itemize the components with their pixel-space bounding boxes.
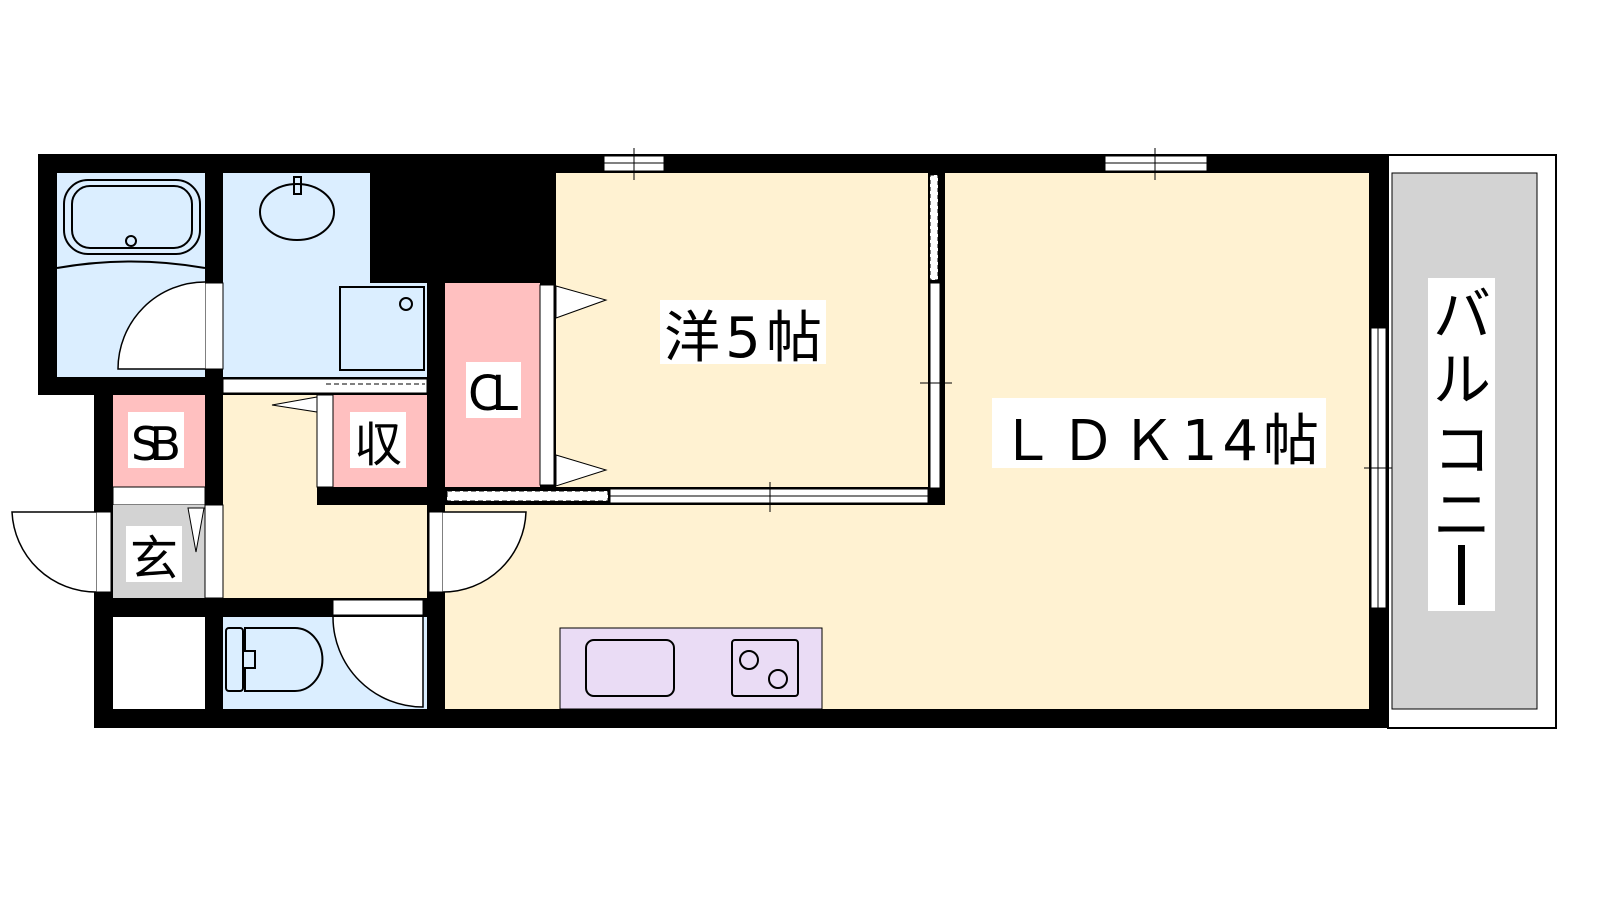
washroom: [223, 173, 427, 377]
room-label-ldk: ＬＤＫ14帖: [999, 409, 1319, 474]
svg-text:コ: コ: [1433, 416, 1491, 484]
toilet-icon: [225, 627, 324, 692]
sliding-door-vertical: [929, 282, 941, 489]
room-label-entrance: 玄: [130, 531, 178, 587]
entrance-door[interactable]: [95, 511, 112, 593]
shoe-box-divider: [112, 486, 206, 506]
bathtub-icon: [56, 179, 206, 269]
bath-door: [204, 282, 224, 370]
kitchen-sink-icon: [585, 639, 675, 697]
storage-wall: [317, 487, 427, 505]
svg-text:ル: ル: [1433, 346, 1491, 414]
ldk-room: [445, 173, 1369, 709]
room-label-shoe-box: SB: [131, 417, 181, 471]
entrance-door-swing: [11, 511, 97, 593]
storage-door: [316, 394, 334, 488]
stove-icon: [731, 639, 799, 697]
sink-icon: [259, 176, 335, 241]
bath-door-swing: [117, 281, 206, 370]
storage-door-swing: [271, 396, 318, 413]
ldk-door-swing: [442, 511, 527, 593]
room-label-storage: 収: [354, 417, 402, 473]
washer-pan-icon: [339, 286, 425, 371]
room-label-western: 洋5帖: [664, 306, 822, 371]
utility-room: [113, 617, 205, 709]
svg-text:バ: バ: [1433, 281, 1491, 349]
room-label-balcony: バ ル コ ニ: [1433, 281, 1491, 605]
long-vowel-mark: [1458, 545, 1465, 605]
washroom-door: [222, 378, 428, 394]
closet-rail: [446, 490, 609, 502]
toilet-door-swing: [332, 616, 424, 708]
svg-text:ニ: ニ: [1433, 481, 1491, 549]
closet-door: [539, 284, 555, 486]
toilet-door: [332, 599, 424, 616]
room-label-closet: CL: [468, 366, 518, 422]
closet-door-swing: [555, 285, 608, 319]
partition-panel: [929, 174, 939, 281]
ldk-door: [428, 511, 444, 593]
